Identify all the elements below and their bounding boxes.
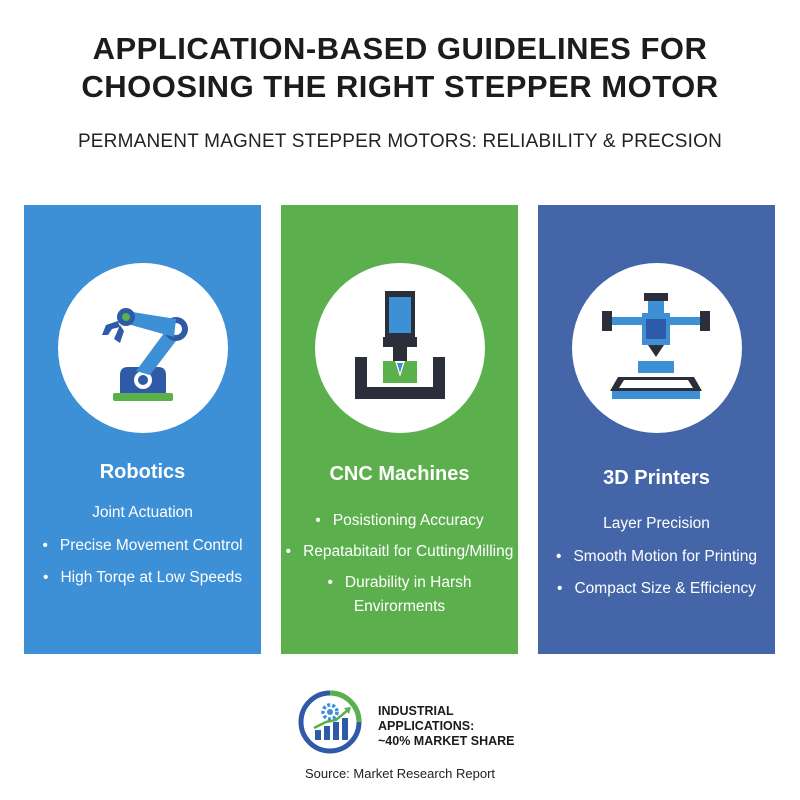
3d-printer-icon [601, 293, 710, 399]
list-item: Compact Size & Efficiency [538, 579, 775, 599]
robotics-icon-circle [57, 263, 228, 433]
cnc-icon-circle [314, 263, 485, 433]
panel-title-3d-printers: 3D Printers [603, 467, 710, 489]
list-item: Envirorments [353, 598, 446, 615]
cnc-spindle-icon [354, 291, 445, 399]
panel-3d-printers: 3D Printers Layer Precision Smooth Motio… [538, 205, 775, 654]
market-share-text: INDUSTRIAL APPLICATIONS: ~40% MARKET SHA… [378, 704, 515, 749]
panel-cnc: CNC Machines Posistioning Accuracy Repat… [281, 205, 518, 654]
page-title: APPLICATION-BASED GUIDELINES FOR CHOOSIN… [0, 30, 800, 106]
panel-title-robotics: Robotics [99, 461, 186, 483]
list-item: Smooth Motion for Printing [538, 547, 775, 567]
title-line-1: APPLICATION-BASED GUIDELINES FOR [92, 31, 708, 66]
printers-icon-circle [571, 263, 742, 433]
printers-list: Layer Precision Smooth Motion for Printi… [538, 514, 775, 612]
page-subtitle: PERMANENT MAGNET STEPPER MOTORS: RELIABI… [77, 131, 723, 152]
market-share-line-2: APPLICATIONS: [378, 719, 475, 733]
list-item: Posistioning Accuracy [281, 511, 518, 531]
list-item: High Torqe at Low Speeds [24, 568, 261, 588]
panel-robotics: Robotics Joint Actuation Precise Movemen… [24, 205, 261, 654]
list-item: Layer Precision [603, 515, 710, 532]
market-share-line-1: INDUSTRIAL [378, 704, 454, 718]
cnc-list: Posistioning Accuracy Repatabitaitl for … [281, 511, 518, 628]
market-share-line-3: ~40% MARKET SHARE [378, 734, 515, 748]
list-item: Durability in Harsh [281, 573, 518, 593]
panel-title-cnc: CNC Machines [329, 463, 470, 485]
title-line-2: CHOOSING THE RIGHT STEPPER MOTOR [81, 69, 719, 104]
source-note: Source: Market Research Report [304, 766, 496, 781]
list-item: Joint Actuation [92, 504, 193, 521]
gear-growth-chart-icon [298, 690, 362, 754]
robotic-arm-icon [101, 308, 188, 401]
list-item: Precise Movement Control [24, 536, 261, 556]
list-item: Repatabitaitl for Cutting/Milling [281, 542, 518, 562]
robotics-list: Joint Actuation Precise Movement Control… [24, 503, 261, 601]
